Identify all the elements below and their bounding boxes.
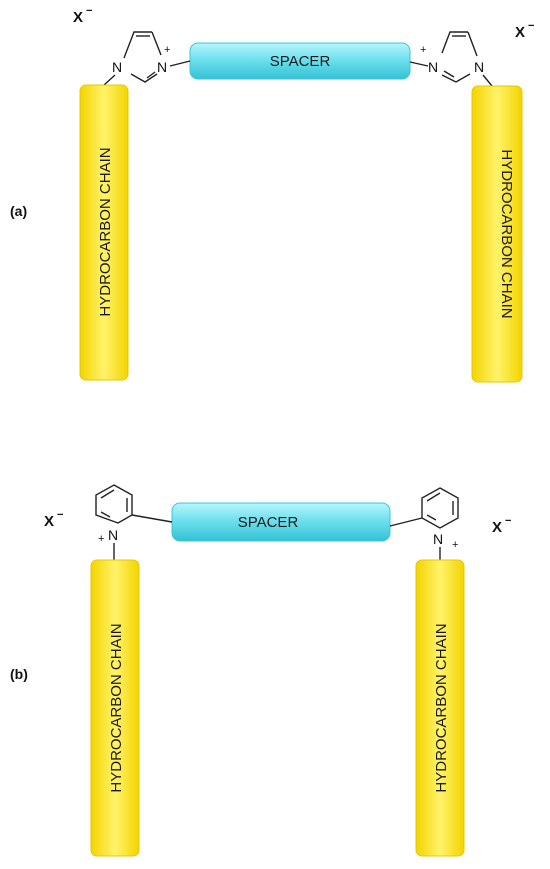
- chain-bar: [471, 85, 523, 383]
- anion-symbol: X: [492, 519, 502, 536]
- spacer-label: SPACER: [238, 514, 299, 531]
- nitrogen-atom: N: [474, 59, 484, 75]
- cation-charge: +: [164, 44, 170, 56]
- cation-charge: +: [420, 44, 426, 56]
- hydrocarbon-chain-right-a: HYDROCARBON CHAIN: [471, 85, 523, 383]
- anion-charge: −: [86, 5, 92, 17]
- cation-charge: +: [98, 533, 104, 545]
- chain-label: HYDROCARBON CHAIN: [108, 623, 125, 792]
- spacer-a: SPACER: [189, 42, 411, 80]
- hydrocarbon-chain-left-a: HYDROCARBON CHAIN: [79, 84, 129, 381]
- anion-charge: −: [505, 515, 511, 527]
- anion-charge: −: [528, 20, 534, 32]
- panel-b: (b) X − X − SPACER N +: [10, 484, 511, 857]
- panel-a-label: (a): [10, 203, 27, 219]
- anion-left-b: X −: [44, 509, 63, 530]
- chain-label: HYDROCARBON CHAIN: [498, 149, 515, 318]
- pyridinium-ring-left: N +: [95, 484, 173, 560]
- imidazolium-ring-left: N N +: [103, 31, 191, 86]
- panel-a: (a) X − X − SPACER N N +: [10, 5, 534, 383]
- anion-right-b: X −: [492, 515, 511, 536]
- spacer-b: SPACER: [171, 502, 391, 542]
- anion-symbol: X: [73, 9, 83, 26]
- anion-left-a: X −: [73, 5, 92, 26]
- hydrocarbon-chain-right-b: HYDROCARBON CHAIN: [415, 559, 465, 857]
- nitrogen-atom: N: [112, 59, 122, 75]
- chain-label: HYDROCARBON CHAIN: [97, 147, 114, 316]
- nitrogen-atom: N: [108, 527, 118, 543]
- anion-charge: −: [57, 509, 63, 521]
- hydrocarbon-chain-left-b: HYDROCARBON CHAIN: [90, 559, 140, 857]
- anion-symbol: X: [44, 513, 54, 530]
- nitrogen-atom: N: [428, 59, 438, 75]
- chain-label: HYDROCARBON CHAIN: [433, 623, 450, 792]
- chain-bar: [79, 84, 129, 381]
- spacer-label: SPACER: [270, 53, 331, 70]
- anion-symbol: X: [515, 24, 525, 41]
- panel-b-label: (b): [10, 666, 28, 682]
- chain-bar: [415, 559, 465, 857]
- nitrogen-atom: N: [157, 59, 167, 75]
- imidazolium-ring-right: N N +: [409, 31, 493, 87]
- chain-bar: [90, 559, 140, 857]
- cation-charge: +: [452, 539, 458, 551]
- nitrogen-atom: N: [433, 531, 443, 547]
- anion-right-a: X −: [515, 20, 534, 41]
- pyridinium-ring-right: N +: [389, 487, 459, 560]
